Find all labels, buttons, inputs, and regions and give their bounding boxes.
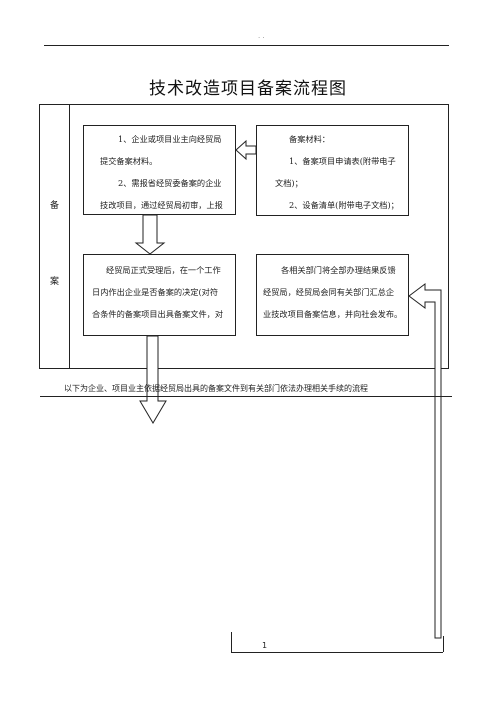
- box-line: 业技改项目备案信息，并向社会发布。: [263, 309, 403, 319]
- box-acceptance-decision: 经贸局正式受理后，在一个工作 日内作出企业是否备案的决定(对符 合条件的备案项目…: [83, 254, 236, 336]
- side-label-char-1: 备: [50, 201, 60, 211]
- footer-bottom-rule: [231, 652, 443, 653]
- return-arrow-icon: [408, 283, 442, 639]
- box-required-materials: 备案材料： 1、备案项目申请表(附带电子 文档)； 2、设备清单(附带电子文档)…: [256, 125, 409, 216]
- footer-note: 以下为企业、项目业主依据经贸局出具的备案文件到有关部门依法办理相关手续的流程: [64, 384, 368, 393]
- left-arrow-icon: [235, 139, 257, 161]
- box-line: 各相关部门将全部办理结果反馈: [281, 265, 396, 275]
- box-feedback-publish: 各相关部门将全部办理结果反馈 经贸局，经贸局会同有关部门汇总企 业技改项目备案信…: [256, 254, 409, 336]
- page-number: 1: [262, 641, 268, 650]
- long-down-arrow-icon: [139, 335, 167, 424]
- box-line: 合条件的备案项目出具备案文件，对: [92, 309, 224, 319]
- box-line: 1、企业或项目业主向经贸局: [118, 134, 222, 144]
- page-title: 技术改造项目备案流程图: [149, 79, 347, 99]
- box-line: 日内作出企业是否备案的决定(对符: [92, 287, 219, 297]
- box-line: 2、设备清单(附带电子文档)；: [289, 200, 399, 210]
- box-line: 2、需报省经贸委备案的企业: [118, 178, 222, 188]
- footer-left-rule: [231, 632, 232, 652]
- box-line: 技改项目，通过经贸局初审，上报: [100, 200, 223, 210]
- note-rule: [40, 396, 452, 397]
- box-line: 1、备案项目申请表(附带电子: [289, 156, 396, 166]
- down-arrow-icon: [134, 214, 166, 255]
- box-line: 提交备案材料。: [100, 156, 158, 166]
- flowchart-frame: [39, 104, 449, 369]
- header-rule: [44, 45, 449, 46]
- header-dots: . .: [258, 32, 265, 40]
- box-line: 经贸局，经贸局会同有关部门汇总企: [263, 287, 395, 297]
- side-label-char-2: 案: [50, 277, 60, 287]
- box-line: 文档)；: [275, 178, 303, 188]
- box-line: 备案材料：: [289, 134, 330, 144]
- frame-divider: [69, 104, 70, 369]
- footer-right-rule: [443, 636, 444, 652]
- box-submit-materials: 1、企业或项目业主向经贸局 提交备案材料。 2、需报省经贸委备案的企业 技改项目…: [83, 125, 236, 215]
- box-line: 经贸局正式受理后，在一个工作: [106, 265, 221, 275]
